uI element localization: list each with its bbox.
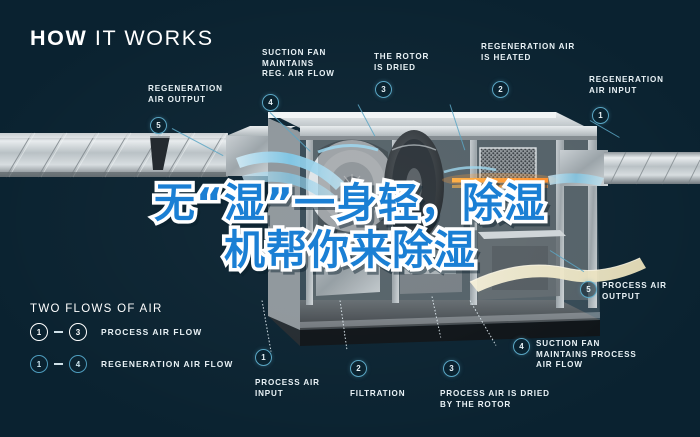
callout-label-filtration: FILTRATION — [350, 389, 406, 398]
callout-marker-rotor-is-dried[interactable]: 3 — [375, 81, 392, 98]
callout-label-regeneration-air-output: REGENERATION AIR OUTPUT — [148, 84, 223, 104]
callout-marker-suction-fan-process[interactable]: 4 — [513, 338, 530, 355]
headline-line2-fill: 机帮你来除湿 — [224, 226, 476, 274]
callout-marker-regeneration-air-output[interactable]: 5 — [150, 117, 167, 134]
legend-marker-from-1-teal: 1 — [30, 355, 48, 373]
page-title-bold: HOW — [30, 26, 88, 50]
legend-row-process-air-flow: 1 3 PROCESS AIR FLOW — [30, 323, 202, 341]
process-airflow-arrows — [236, 144, 379, 207]
regeneration-airflow-arrows — [443, 166, 604, 186]
heater-element — [442, 173, 558, 188]
headline-line1-shadow: 无“湿”一身轻，除湿 — [153, 179, 551, 233]
callout-marker-regeneration-air-input[interactable]: 1 — [592, 107, 609, 124]
chinese-headline-line-1: 无“湿”一身轻，除湿 无“湿”一身轻，除湿 无“湿”一身轻，除湿 — [0, 176, 700, 233]
callout-label-suction-fan-reg: SUCTION FAN MAINTAINS REG. AIR FLOW — [262, 48, 335, 79]
callout-label-process-air-output: PROCESS AIR OUTPUT — [602, 281, 667, 301]
legend-marker-to-3: 3 — [69, 323, 87, 341]
filter-panel — [479, 147, 537, 219]
chinese-headline-line-2: 机帮你来除湿 机帮你来除湿 机帮你来除湿 — [0, 223, 700, 280]
headline-line1-fill: 无“湿”一身轻，除湿 — [154, 179, 546, 227]
callout-label-suction-fan-process: SUCTION FAN MAINTAINS PROCESS AIR FLOW — [536, 339, 637, 370]
callout-marker-process-air-output[interactable]: 5 — [580, 281, 597, 298]
legend-row-regeneration-air-flow: 1 4 REGENERATION AIR FLOW — [30, 355, 233, 373]
legend-marker-to-4-teal: 4 — [69, 355, 87, 373]
callout-marker-regeneration-air-heated[interactable]: 2 — [492, 81, 509, 98]
suction-fan-housing — [308, 139, 396, 232]
callout-marker-suction-fan-reg[interactable]: 4 — [262, 94, 279, 111]
callout-label-regeneration-air-heated: REGENERATION AIR IS HEATED — [481, 42, 576, 62]
legend-dash-1 — [54, 331, 63, 333]
page-title-rest: IT WORKS — [94, 26, 214, 50]
headline-line1-stroke: 无“湿”一身轻，除湿 — [151, 176, 549, 230]
callout-label-rotor-is-dried: THE ROTOR IS DRIED — [374, 52, 430, 72]
callout-marker-filtration[interactable]: 2 — [350, 360, 367, 377]
machine-cabinet — [236, 112, 700, 330]
callout-label-process-air-dried: PROCESS AIR IS DRIED BY THE ROTOR — [440, 389, 550, 409]
callout-marker-process-air-dried[interactable]: 3 — [443, 360, 460, 377]
legend-label-regeneration-air-flow: REGENERATION AIR FLOW — [101, 359, 234, 369]
headline-line2-shadow: 机帮你来除湿 — [223, 226, 481, 280]
legend-title: TWO FLOWS OF AIR — [30, 303, 163, 315]
legend-label-process-air-flow: PROCESS AIR FLOW — [101, 327, 203, 337]
headline-line2-stroke: 机帮你来除湿 — [221, 223, 479, 277]
legend-dash-2 — [54, 363, 63, 365]
callout-marker-process-air-input[interactable]: 1 — [255, 349, 272, 366]
left-spiral-duct — [0, 132, 228, 178]
legend-marker-from-1: 1 — [30, 323, 48, 341]
callout-label-regeneration-air-input: REGENERATION AIR INPUT — [589, 75, 664, 95]
callout-label-process-air-input: PROCESS AIR INPUT — [255, 378, 320, 398]
process-airflow-ribbon — [469, 257, 646, 292]
chinese-headline: 无“湿”一身轻，除湿 无“湿”一身轻，除湿 无“湿”一身轻，除湿 机帮你来除湿 … — [0, 176, 700, 280]
page-title: HOW IT WORKS — [30, 26, 214, 51]
desiccant-rotor — [384, 130, 444, 242]
